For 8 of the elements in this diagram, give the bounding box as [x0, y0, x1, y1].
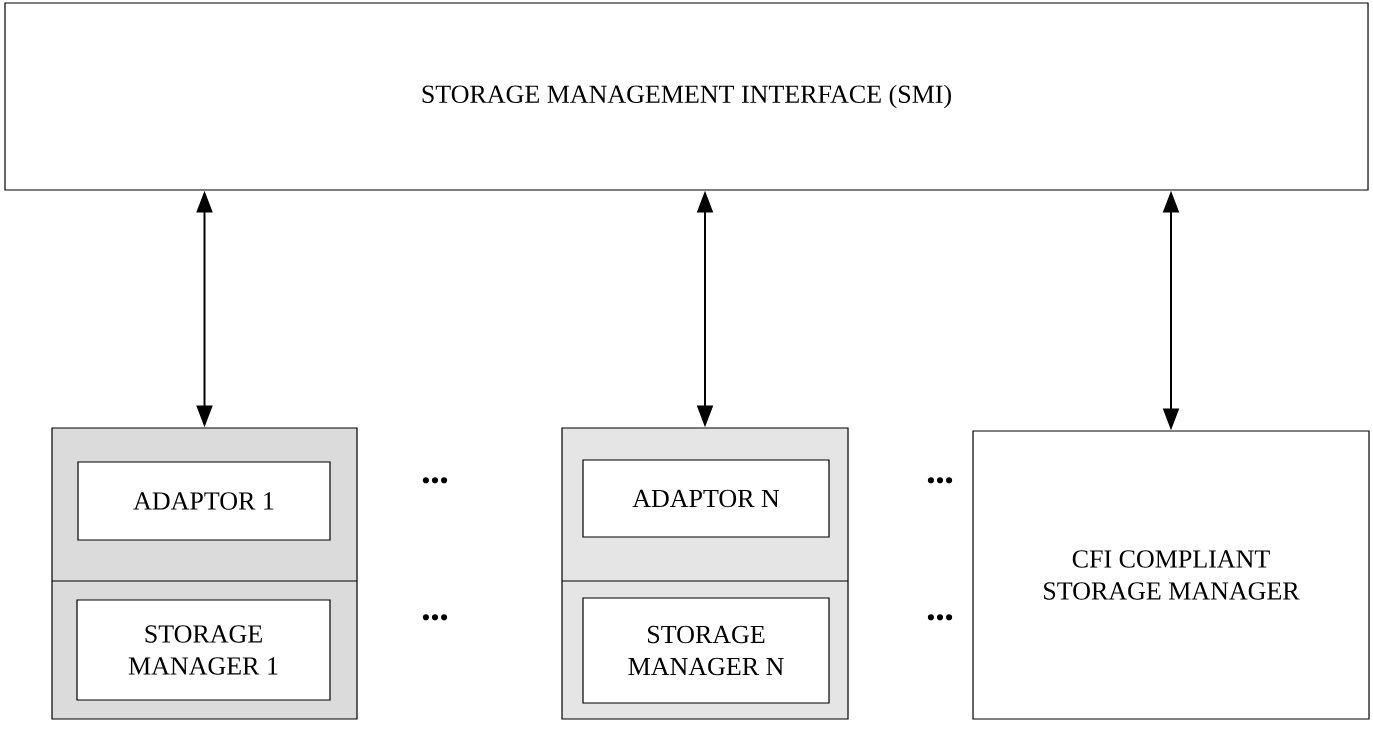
component-box: ADAPTOR N	[582, 459, 830, 538]
storage-manager-box: CFI COMPLIANT STORAGE MANAGER	[972, 430, 1370, 720]
component-box: STORAGE MANAGER 1	[76, 599, 331, 701]
component-box: ADAPTOR 1	[77, 461, 331, 541]
component-box: STORAGE MANAGER N	[582, 597, 830, 704]
ellipsis: •••	[422, 477, 448, 484]
ellipsis: •••	[422, 614, 448, 621]
interface-box: STORAGE MANAGEMENT INTERFACE (SMI)	[4, 2, 1369, 191]
